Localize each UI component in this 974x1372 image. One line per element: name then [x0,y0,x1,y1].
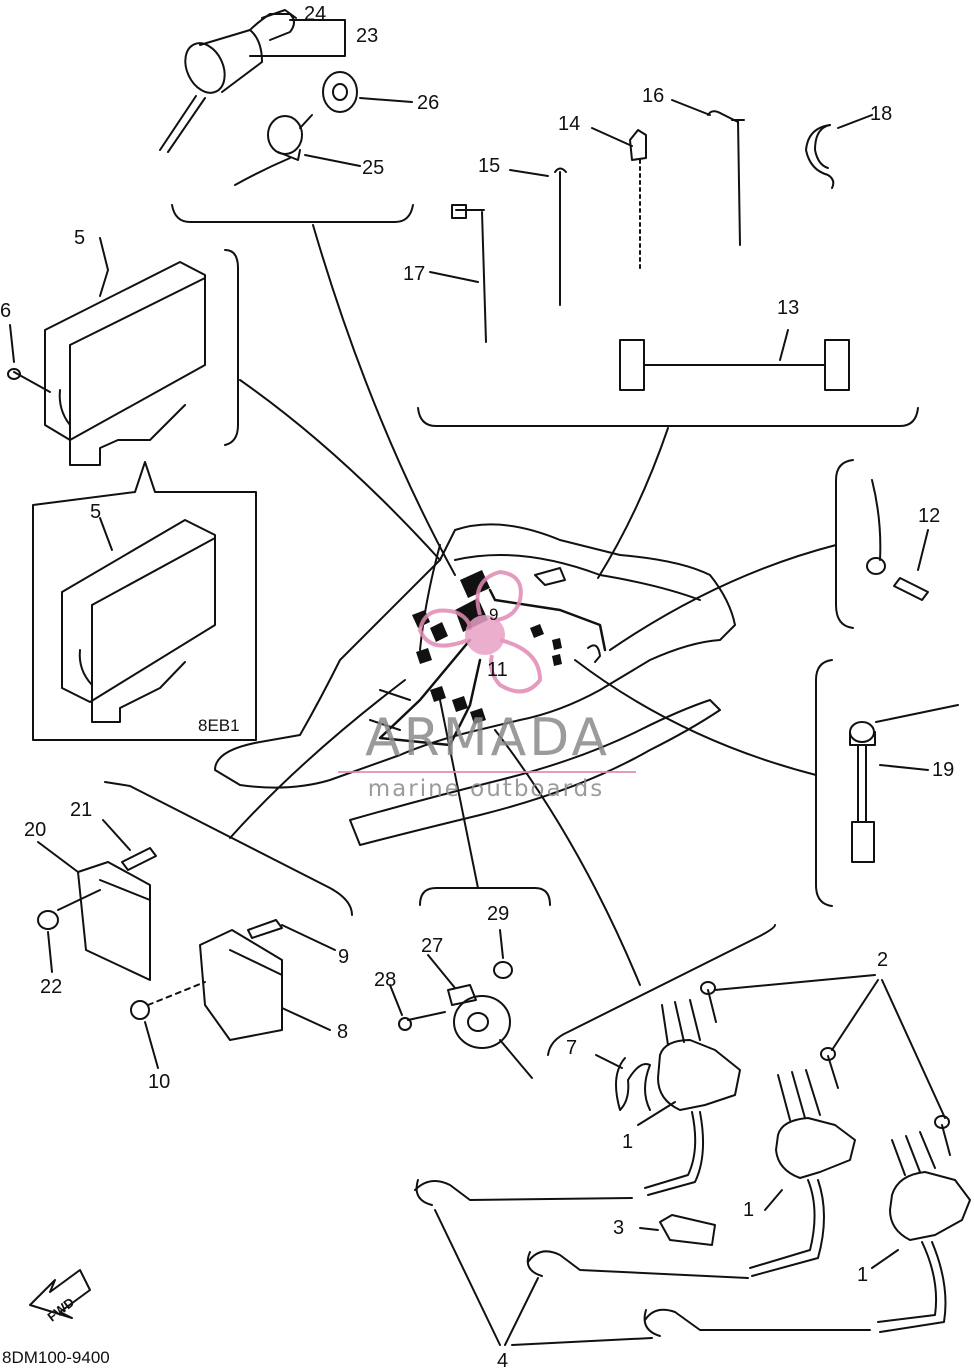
callout-17: 17 [403,263,426,285]
drawing-code: 8DM100-9400 [2,1348,110,1367]
callout-21: 21 [70,799,93,821]
variant-code: 8EB1 [198,716,240,735]
bracket-top-right [417,407,919,427]
callout-1a: 1 [622,1131,634,1153]
callout-14: 14 [558,113,581,135]
callout-1b: 1 [743,1199,755,1221]
bracket-left-bottom [104,781,353,916]
callout-19: 19 [932,759,955,781]
callout-15: 15 [478,155,501,177]
callout-29: 29 [487,903,510,925]
bracket-coils [547,924,776,1056]
callout-18: 18 [870,103,893,125]
watermark-brand: ARMADA [365,708,610,768]
callout-5a: 5 [74,227,86,249]
callout-23: 23 [356,25,379,47]
callout-11: 11 [487,659,508,681]
callout-4: 4 [497,1350,509,1372]
bracket-ecu [224,249,239,446]
bracket-right-12 [835,459,854,629]
callout-26: 26 [417,92,440,114]
ecu-top [44,261,206,441]
fwd-arrow [29,1269,91,1319]
engine-block [214,523,736,789]
callout-27: 27 [421,935,444,957]
callout-28: 28 [374,969,397,991]
callout-13: 13 [777,297,800,319]
bracket-right-19 [815,659,833,907]
callout-1c: 1 [857,1264,869,1286]
callout-22: 22 [40,976,63,998]
callout-5b: 5 [90,501,102,523]
module-8 [199,929,283,1041]
bracket-top-left [171,204,414,223]
callout-25: 25 [362,157,385,179]
callout-3: 3 [613,1217,625,1239]
coil-3 [877,1131,971,1333]
callout-24: 24 [304,3,327,25]
watermark-tagline: marine outboards [367,776,605,802]
callout-20: 20 [24,819,47,841]
callout-9-harness: 9 [489,605,499,624]
bracket-mid-27 [419,887,551,906]
callout-7: 7 [566,1037,578,1059]
coil-1 [644,999,741,1196]
callout-12: 12 [918,505,941,527]
callout-16: 16 [642,85,665,107]
coil-2 [749,1069,856,1277]
callout-9: 9 [338,946,350,968]
ecu-variant [61,519,216,703]
watermark-logo [417,569,543,694]
callout-10: 10 [148,1071,171,1093]
module-20 [77,861,151,981]
callout-8: 8 [337,1021,349,1043]
callout-6: 6 [0,300,12,322]
callout-2: 2 [877,949,889,971]
